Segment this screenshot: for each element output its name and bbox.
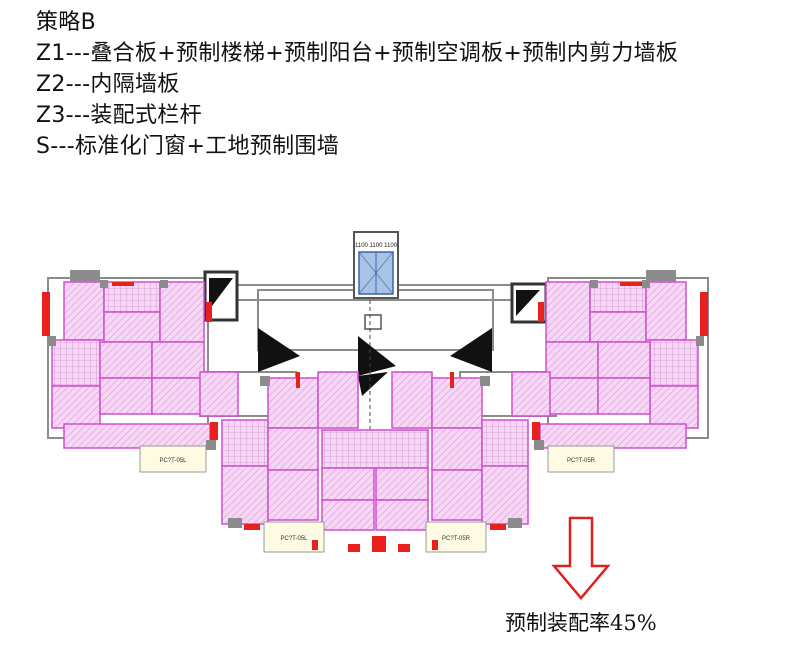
- legend-item-z2: Z2---内隔墙板: [36, 72, 180, 97]
- left-unit-precast: [51, 281, 239, 449]
- legend-item-z1: Z1---叠合板+预制楼梯+预制阳台+预制空调板+预制内剪力墙板: [36, 41, 679, 66]
- right-unit-precast: [511, 281, 699, 449]
- strategy-legend: 策略B Z1---叠合板+预制楼梯+预制阳台+预制空调板+预制内剪力墙板 Z2-…: [36, 10, 678, 165]
- legend-item-s: S---标准化门窗+工地预制围墙: [36, 134, 340, 159]
- room-tag-right-top: PC?T-05R: [567, 458, 596, 464]
- room-tag-right-bottom: PC?T-05R: [442, 536, 471, 542]
- room-tag-left-top: PC?T-05L: [159, 458, 187, 464]
- strategy-title: 策略B: [36, 10, 96, 35]
- prefab-rate-label: 预制装配率45%: [505, 611, 657, 635]
- red-wall-segments: [42, 282, 708, 552]
- elevator-core: 1100 1100 1100: [353, 231, 399, 299]
- elevator-dimension-tag: 1100 1100 1100: [355, 243, 398, 249]
- down-arrow-icon: [551, 516, 611, 600]
- structural-columns: [48, 270, 704, 528]
- central-wing-precast: [221, 371, 529, 531]
- room-tag-left-bottom: PC?T-05L: [280, 536, 308, 542]
- legend-item-z3: Z3---装配式栏杆: [36, 103, 202, 128]
